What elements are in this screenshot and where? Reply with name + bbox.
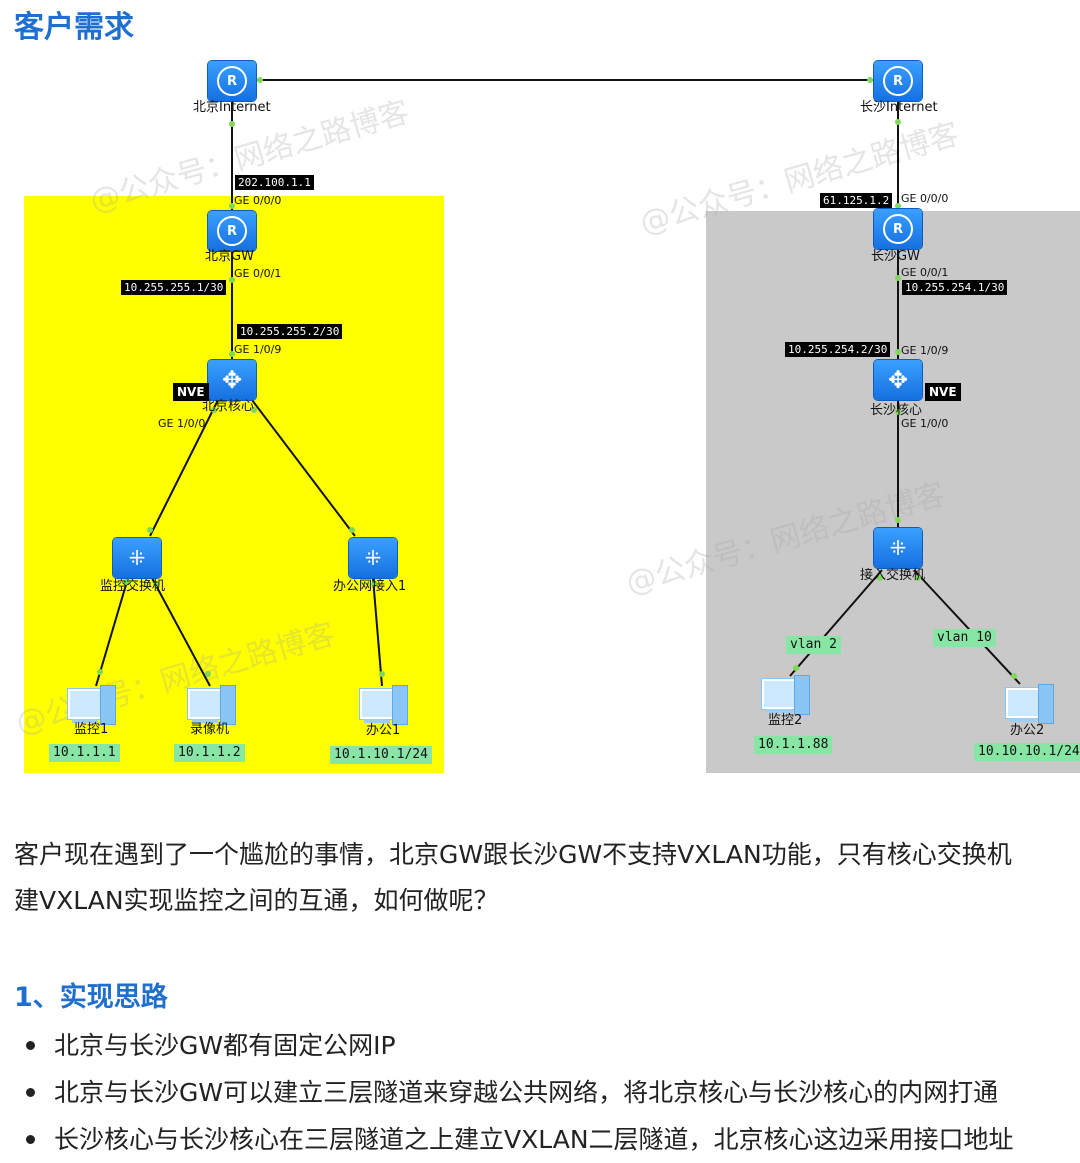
list-item-text: 北京与长沙GW都有固定公网IP bbox=[54, 1031, 396, 1060]
port-label: GE 1/0/0 bbox=[158, 417, 206, 430]
core-switch-icon[interactable]: ✥ bbox=[874, 360, 922, 400]
host-ip-office2: 10.10.10.1/24 bbox=[974, 743, 1080, 761]
port-label: GE 1/0/0 bbox=[901, 417, 949, 430]
list-item: 长沙核心与长沙核心在三层隧道之上建立VXLAN二层隧道，北京核心这边采用接口地址 bbox=[20, 1116, 1080, 1163]
device-label-bj-core: 北京核心 bbox=[202, 399, 255, 414]
topology-links bbox=[95, 77, 1021, 687]
access-switch-icon[interactable]: ⁜ bbox=[349, 538, 397, 578]
access-switch-icon[interactable]: ⁜ bbox=[874, 528, 922, 568]
nve-badge: NVE bbox=[173, 383, 209, 401]
list-item-text: 北京与长沙GW可以建立三层隧道来穿越公共网络，将北京核心与长沙核心的内网打通 bbox=[54, 1078, 999, 1107]
page-title: 客户需求 bbox=[14, 10, 134, 45]
port-label: GE 1/0/9 bbox=[234, 343, 282, 356]
nve-badge: NVE bbox=[925, 383, 961, 401]
pc-icon[interactable] bbox=[358, 685, 410, 725]
router-icon[interactable]: R bbox=[208, 211, 256, 251]
device-label-cs-core: 长沙核心 bbox=[870, 403, 923, 418]
vlan-label-right: vlan 10 bbox=[933, 629, 996, 647]
pc-icon[interactable] bbox=[186, 685, 238, 725]
device-label-mon2: 监控2 bbox=[768, 713, 803, 728]
description-paragraph: 客户现在遇到了一个尴尬的事情，北京GW跟长沙GW不支持VXLAN功能，只有核心交… bbox=[14, 832, 1080, 924]
ip-tag-cs-core-uplink: 10.255.254.2/30 bbox=[785, 342, 891, 357]
device-label-mon1: 监控1 bbox=[74, 722, 109, 737]
list-item: 北京与长沙GW可以建立三层隧道来穿越公共网络，将北京核心与长沙核心的内网打通 bbox=[20, 1069, 1080, 1116]
ip-tag-cs-public: 61.125.1.2 bbox=[820, 193, 893, 208]
device-label-cs-access-switch: 接入交换机 bbox=[860, 568, 926, 583]
core-switch-icon[interactable]: ✥ bbox=[208, 360, 256, 400]
host-ip-office1: 10.1.10.1/24 bbox=[330, 746, 432, 764]
port-label: GE 0/0/1 bbox=[901, 266, 949, 279]
port-label: GE 0/0/0 bbox=[234, 194, 282, 207]
list-item: 北京与长沙GW都有固定公网IP bbox=[20, 1022, 1080, 1069]
device-label-office1: 办公1 bbox=[366, 723, 401, 738]
device-label-office2: 办公2 bbox=[1010, 723, 1045, 738]
ip-tag-bj-gw-inner: 10.255.255.1/30 bbox=[121, 280, 227, 295]
vlan-label-left: vlan 2 bbox=[786, 636, 841, 654]
ip-tag-bj-core-uplink: 10.255.255.2/30 bbox=[237, 324, 343, 339]
bullet-icon bbox=[26, 1041, 35, 1050]
router-icon[interactable]: R bbox=[874, 209, 922, 249]
host-ip-recorder: 10.1.1.2 bbox=[174, 744, 245, 762]
paragraph-line: 客户现在遇到了一个尴尬的事情，北京GW跟长沙GW不支持VXLAN功能，只有核心交… bbox=[14, 840, 1012, 869]
device-label-bj-office-access: 办公网接入1 bbox=[333, 579, 407, 594]
bullet-icon bbox=[26, 1135, 35, 1144]
port-label: GE 0/0/1 bbox=[234, 267, 282, 280]
ip-tag-cs-gw-inner: 10.255.254.1/30 bbox=[902, 280, 1008, 295]
host-ip-mon2: 10.1.1.88 bbox=[754, 736, 833, 754]
beijing-site-zone bbox=[24, 196, 444, 773]
device-label-bj-mon-switch: 监控交换机 bbox=[100, 579, 166, 594]
device-label-cs-gw: 长沙GW bbox=[871, 249, 920, 264]
device-label-bj-gw: 北京GW bbox=[205, 249, 254, 264]
section-title: 1、实现思路 bbox=[14, 982, 168, 1013]
router-icon[interactable]: R bbox=[208, 61, 256, 101]
host-ip-mon1: 10.1.1.1 bbox=[49, 744, 120, 762]
pc-icon[interactable] bbox=[760, 675, 812, 715]
device-label-recorder: 录像机 bbox=[190, 722, 230, 737]
list-item-text: 长沙核心与长沙核心在三层隧道之上建立VXLAN二层隧道，北京核心这边采用接口地址 bbox=[54, 1125, 1014, 1154]
access-switch-icon[interactable]: ⁜ bbox=[113, 538, 161, 578]
port-label: GE 0/0/0 bbox=[901, 192, 949, 205]
device-label-bj-internet: 北京Internet bbox=[193, 100, 271, 115]
pc-icon[interactable] bbox=[1004, 684, 1056, 724]
pc-icon[interactable] bbox=[66, 685, 118, 725]
bullet-icon bbox=[26, 1088, 35, 1097]
router-icon[interactable]: R bbox=[874, 61, 922, 101]
device-label-cs-internet: 长沙Internet bbox=[860, 100, 938, 115]
ip-tag-bj-public: 202.100.1.1 bbox=[235, 175, 314, 190]
approach-list: 北京与长沙GW都有固定公网IP 北京与长沙GW可以建立三层隧道来穿越公共网络，将… bbox=[20, 1022, 1080, 1163]
port-label: GE 1/0/9 bbox=[901, 344, 949, 357]
paragraph-line: 建VXLAN实现监控之间的互通，如何做呢？ bbox=[14, 886, 499, 915]
